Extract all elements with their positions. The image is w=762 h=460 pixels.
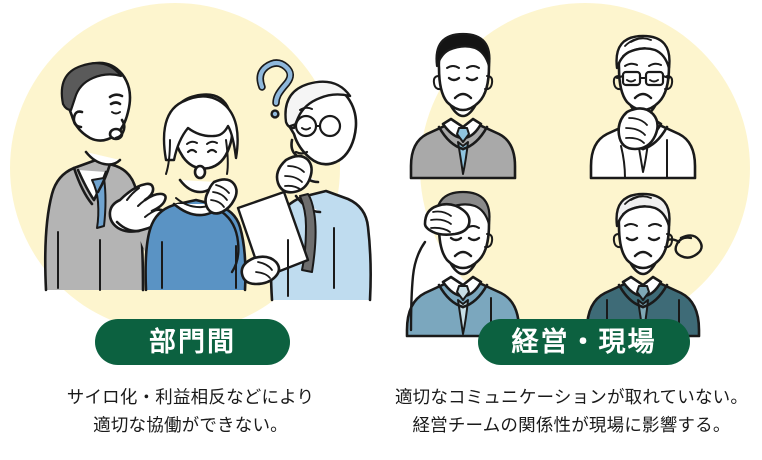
figure-man-steel-blue-suit-forehead [405,190,521,338]
badge-label: 部門間 [149,326,236,357]
caption-management-field: 適切なコミュニケーションが取れていない。 経営チームの関係性が現場に影響する。 [381,383,762,440]
illustration-three-colleagues [43,59,372,302]
badge-management-field: 経営・現場 [478,319,690,365]
figure-man-gray-suit [43,61,168,292]
figure-man-gray-suit-squiggle [409,32,517,180]
question-mark-icon-right [256,59,294,119]
figure-man-teal-suit-sighing [585,192,703,338]
figure-woman-blue-sweater [144,93,247,292]
panel-department: 部門間 サイロ化・利益相反などにより 適切な協働ができない。 [0,3,381,440]
badge-department: 部門間 [95,319,290,365]
caption-department: サイロ化・利益相反などにより 適切な協働ができない。 [0,383,381,440]
badge-label: 経営・現場 [511,326,657,357]
figure-man-white-suit-chin [589,34,697,180]
figure-man-glasses-document [236,80,372,302]
illustration-four-businessmen [405,32,703,338]
caption-line: 適切なコミュニケーションが取れていない。 [394,387,749,407]
caption-line: サイロ化・利益相反などにより [66,387,315,407]
panel-management-field: 経営・現場 適切なコミュニケーションが取れていない。 経営チームの関係性が現場に… [381,0,762,460]
caption-line: 経営チームの関係性が現場に影響する。 [412,415,731,436]
caption-line: 適切な協働ができない。 [93,415,288,436]
